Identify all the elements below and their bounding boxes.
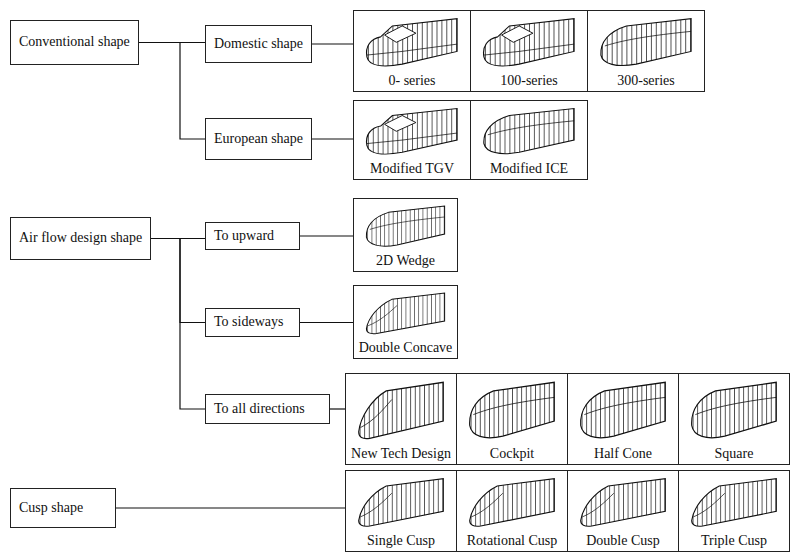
- tree-connector: [139, 43, 205, 140]
- tree-connector: [312, 43, 353, 44]
- tree-connector: [300, 235, 353, 236]
- shape-caption: Triple Cusp: [681, 533, 787, 548]
- shape-panel: Modified ICE: [470, 100, 588, 180]
- train-nose-drawing: [470, 479, 555, 527]
- train-nose-drawing: [484, 19, 575, 66]
- box-label: To all directions: [214, 401, 305, 417]
- train-nose-drawing: [484, 109, 574, 154]
- shape-caption: Rotational Cusp: [459, 533, 565, 548]
- shape-caption: Double Concave: [356, 340, 455, 355]
- shape-panel: Double Concave: [353, 285, 458, 359]
- box-label: Conventional shape: [19, 34, 130, 50]
- tree-connector: [116, 507, 345, 508]
- shape-panel: Double Cusp: [567, 470, 679, 552]
- train-nose-drawing: [470, 382, 555, 437]
- shape-caption: Square: [681, 446, 787, 461]
- train-nose-drawing: [366, 293, 444, 334]
- shape-panel: Half Cone: [567, 373, 679, 465]
- tree-connector: [300, 322, 353, 323]
- tree-connector: [330, 408, 345, 409]
- category-box: Conventional shape: [10, 20, 139, 65]
- shape-caption: Double Cusp: [570, 533, 676, 548]
- shape-panel: Rotational Cusp: [456, 470, 568, 552]
- box-label: To upward: [214, 228, 274, 244]
- shape-caption: 100-series: [473, 73, 585, 88]
- shape-panel: Modified TGV: [353, 100, 471, 180]
- shape-panel: 300-series: [587, 10, 705, 92]
- shape-caption: 0- series: [356, 73, 468, 88]
- shape-caption: 300-series: [590, 73, 702, 88]
- train-nose-drawing: [581, 382, 666, 437]
- train-nose-drawing: [367, 19, 458, 66]
- train-nose-drawing: [692, 382, 777, 437]
- shape-caption: 2D Wedge: [356, 253, 455, 268]
- train-nose-drawing: [692, 479, 777, 527]
- shape-panel: Cockpit: [456, 373, 568, 465]
- box-label: Cusp shape: [19, 500, 83, 516]
- train-nose-drawing: [367, 109, 458, 155]
- train-nose-drawing: [359, 382, 444, 438]
- shape-panel: 0- series: [353, 10, 471, 92]
- category-box: To upward: [205, 222, 300, 250]
- shape-panel: 2D Wedge: [353, 198, 458, 272]
- shape-panel: 100-series: [470, 10, 588, 92]
- shape-caption: Single Cusp: [348, 533, 454, 548]
- category-box: Air flow design shape: [10, 217, 151, 260]
- shape-caption: New Tech Design: [348, 446, 454, 461]
- shape-panel: Square: [678, 373, 790, 465]
- category-box: Cusp shape: [10, 488, 116, 528]
- shape-panel: Triple Cusp: [678, 470, 790, 552]
- category-box: To sideways: [205, 308, 300, 337]
- train-nose-drawing: [366, 206, 444, 246]
- shape-panel: New Tech Design: [345, 373, 457, 465]
- tree-connector: [151, 239, 205, 410]
- tree-connector: [312, 138, 353, 139]
- box-label: Domestic shape: [214, 36, 303, 52]
- shape-caption: Cockpit: [459, 446, 565, 461]
- shape-caption: Modified ICE: [473, 161, 585, 176]
- category-box: To all directions: [205, 394, 330, 424]
- box-label: To sideways: [214, 314, 283, 330]
- train-nose-drawing: [581, 479, 666, 527]
- category-box: European shape: [205, 118, 312, 160]
- category-box: Domestic shape: [205, 25, 312, 63]
- train-nose-drawing: [359, 479, 444, 527]
- train-nose-drawing: [601, 19, 691, 66]
- shape-caption: Modified TGV: [356, 161, 468, 176]
- shape-caption: Half Cone: [570, 446, 676, 461]
- box-label: Air flow design shape: [19, 230, 142, 246]
- shape-panel: Single Cusp: [345, 470, 457, 552]
- box-label: European shape: [214, 131, 303, 147]
- tree-connector: [151, 239, 205, 323]
